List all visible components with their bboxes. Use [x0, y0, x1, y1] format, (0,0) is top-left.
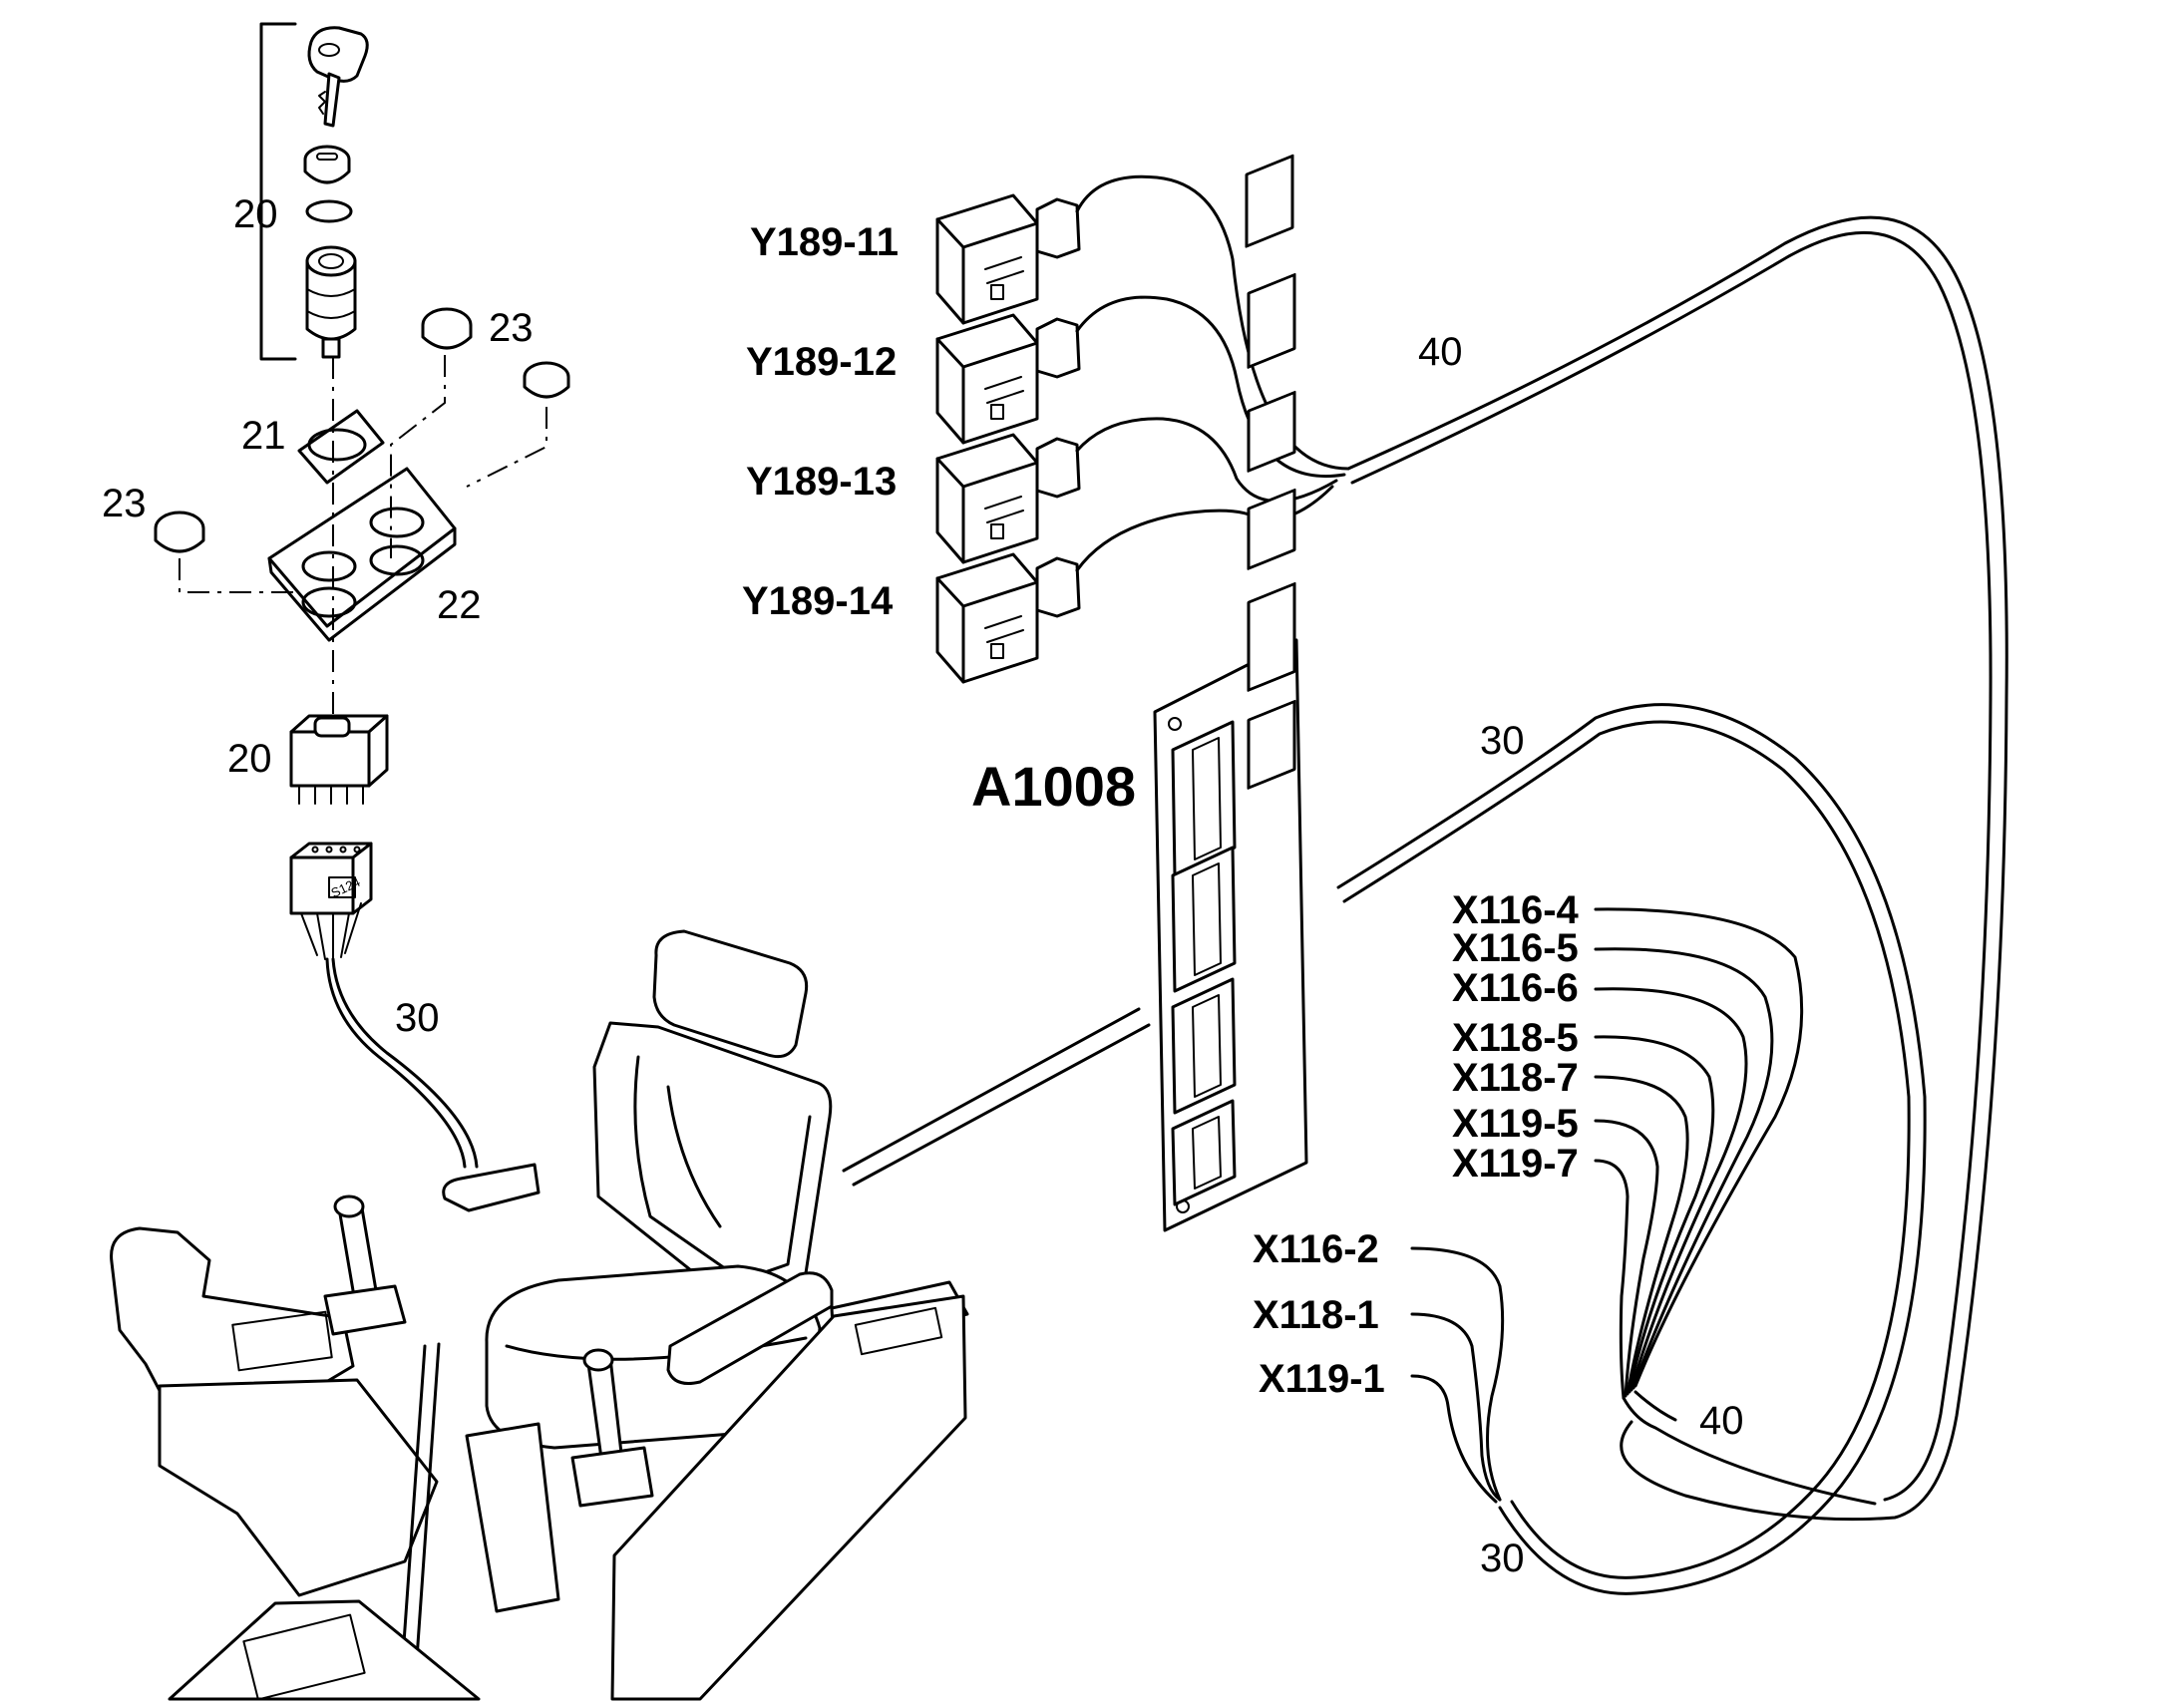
item-20-bracket	[259, 22, 297, 361]
blanking-plug-23-right	[523, 361, 570, 399]
ignition-key	[307, 26, 369, 128]
module-label: A1008	[971, 755, 1136, 818]
connector-label-x116-2: X116-2	[1253, 1227, 1379, 1271]
callout-40-top: 40	[1418, 330, 1463, 374]
plug-23-centerline-top	[390, 355, 446, 558]
left-joystick	[323, 1195, 407, 1336]
valve-connector-2	[935, 313, 1081, 445]
cable-40-sheath-top	[1346, 215, 2008, 1522]
connector-label-x118-5: X118-5	[1452, 1016, 1579, 1060]
relay-6	[1247, 699, 1296, 790]
relay-1	[1245, 154, 1294, 248]
panel-plate-22	[267, 467, 457, 642]
harness-link-to-module	[842, 1007, 1141, 1173]
connector-label-y189-14: Y189-14	[742, 579, 894, 623]
relay-2	[1247, 272, 1296, 369]
bezel-21	[297, 409, 385, 485]
connector-label-y189-12: Y189-12	[746, 340, 897, 384]
connector-label-x119-1: X119-1	[1259, 1357, 1385, 1401]
callout-20-top: 20	[233, 192, 278, 236]
callout-30-bottom: 30	[1480, 1537, 1525, 1580]
rocker-switch-20	[289, 714, 389, 805]
plug-23-centerline-right	[466, 407, 547, 488]
lower-connector-labels: X116-2 X118-1 X119-1	[1253, 1227, 1385, 1401]
callout-30-switch: 30	[395, 996, 440, 1040]
o-ring	[305, 199, 353, 223]
electronic-module-A1008	[1153, 154, 1308, 1232]
terminal-block-2	[1171, 846, 1237, 993]
callout-20-switch: 20	[227, 737, 272, 781]
connector-label-y189-13: Y189-13	[746, 460, 897, 504]
valve-connector-4	[935, 552, 1081, 684]
connector-label-x119-7: X119-7	[1452, 1142, 1579, 1186]
valve-connector-group	[935, 174, 2008, 1522]
blanking-plug-23-top	[421, 307, 473, 350]
operator-seat-illustration	[110, 929, 1151, 1701]
dust-cap	[303, 145, 351, 184]
right-harness	[1336, 703, 1927, 1595]
valve-connector-3	[935, 433, 1081, 564]
callout-labels: 20 23 21 23 22 20 30 40 30 40 30	[102, 192, 1744, 1580]
blanking-plug-23-left	[154, 511, 205, 553]
right-joystick	[570, 1348, 654, 1508]
terminal-block-3	[1171, 977, 1237, 1115]
terminal-block-4	[1171, 1099, 1237, 1206]
lock-cylinder	[305, 245, 357, 359]
callout-23-a: 23	[489, 306, 534, 350]
connector-label-x116-4: X116-4	[1452, 888, 1580, 932]
connector-label-x119-5: X119-5	[1452, 1102, 1579, 1146]
connector-label-x118-1: X118-1	[1253, 1293, 1379, 1337]
plug-23-centerline-left	[179, 558, 295, 593]
valve-connector-1	[935, 193, 1081, 325]
callout-40-bottom: 40	[1699, 1399, 1744, 1443]
terminal-block-1	[1171, 720, 1237, 877]
connector-S124: S124	[289, 842, 373, 960]
right-connector-labels: X116-4 X116-5 X116-6 X118-5 X118-7 X119-…	[1452, 888, 1580, 1186]
callout-30-mid: 30	[1480, 719, 1525, 763]
connector-label-x118-7: X118-7	[1452, 1056, 1579, 1100]
callout-21: 21	[241, 414, 286, 458]
connector-label-y189-11: Y189-11	[750, 220, 899, 264]
relay-4	[1247, 488, 1296, 570]
valve-connector-labels: Y189-11 Y189-12 Y189-13 Y189-14	[742, 220, 899, 623]
callout-23-b: 23	[102, 482, 147, 525]
connector-label-x116-6: X116-6	[1452, 966, 1579, 1010]
cable-40-sheath-bottom	[1622, 1396, 1877, 1506]
callout-22: 22	[437, 583, 482, 627]
relay-3	[1247, 390, 1296, 473]
relay-5	[1247, 581, 1296, 692]
connector-label-x116-5: X116-5	[1452, 926, 1579, 970]
cable-30-switch	[325, 957, 467, 1169]
key-switch-assembly: S124	[154, 22, 570, 1169]
cable-30-sheath-mid	[1336, 703, 1927, 1595]
